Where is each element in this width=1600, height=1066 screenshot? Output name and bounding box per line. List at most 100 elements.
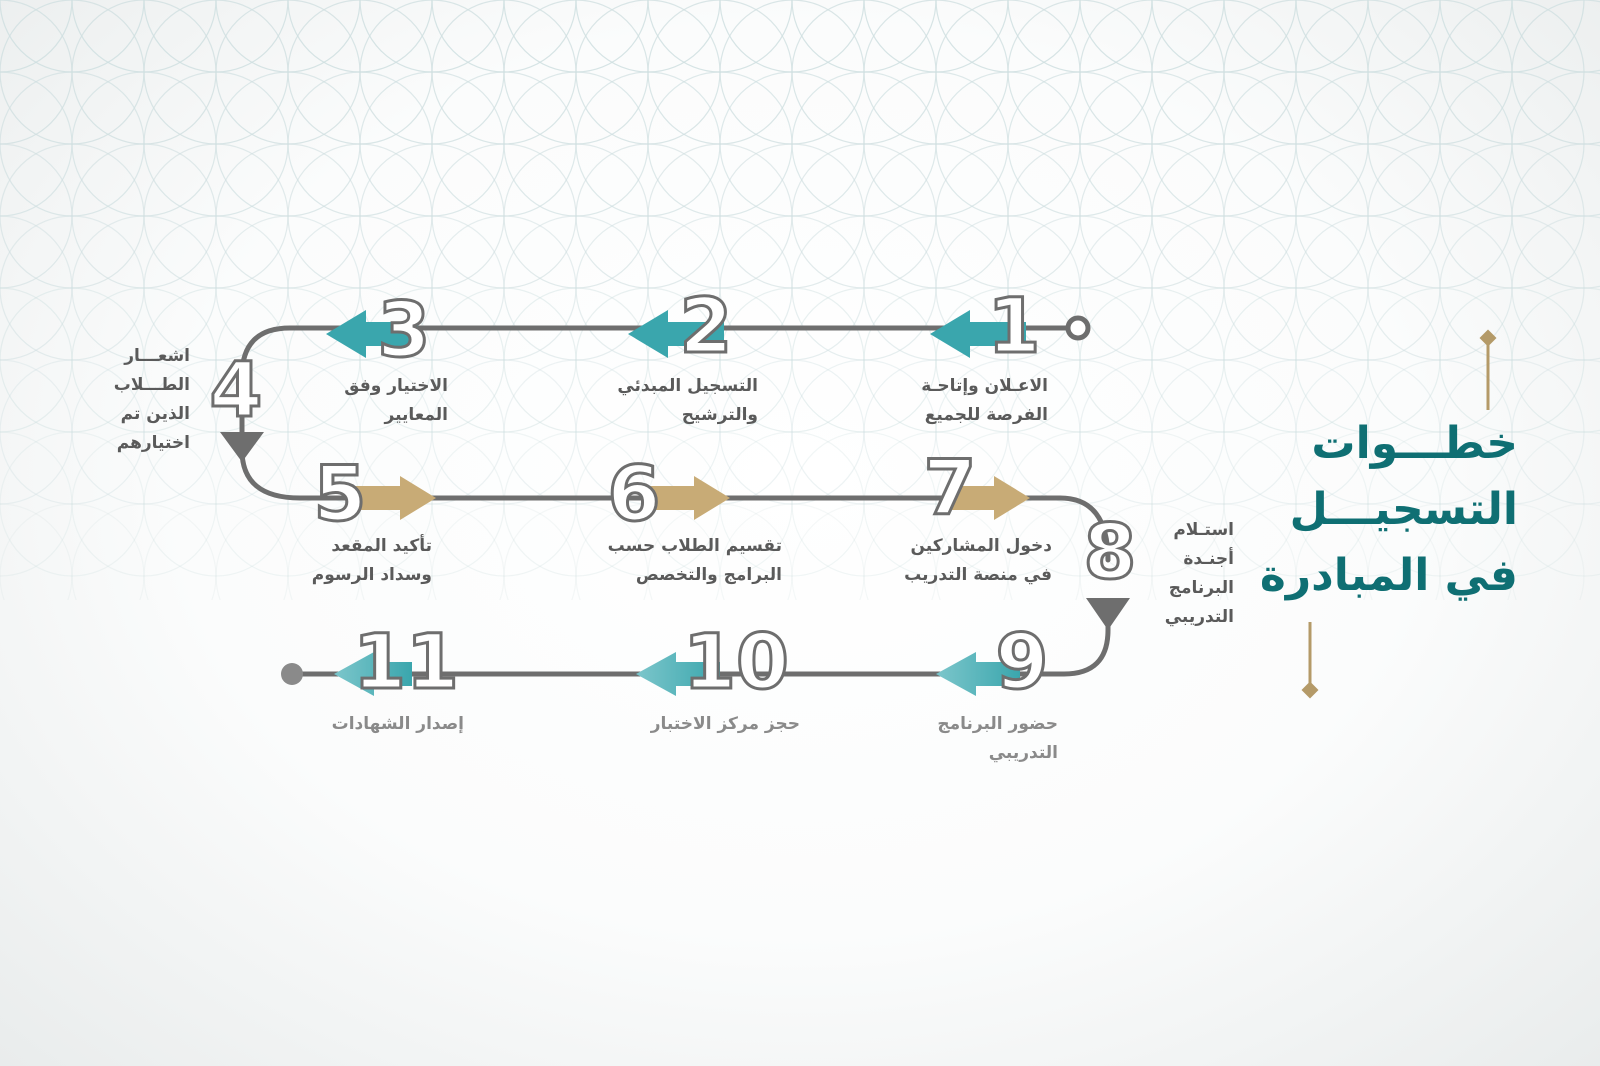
pattern-circle (143, 431, 289, 577)
pattern-circle (431, 503, 577, 600)
pattern-circle (719, 503, 865, 600)
title-ornament-top (1479, 329, 1497, 410)
pattern-circle (71, 287, 217, 433)
pattern-circle (0, 287, 145, 433)
pattern-circle (1223, 503, 1369, 600)
pattern-circle (0, 359, 73, 505)
arrow-step-5 (354, 476, 436, 520)
pattern-circle (1439, 431, 1585, 577)
pattern-circle (143, 359, 289, 505)
pattern-circle (1151, 503, 1297, 600)
pattern-circle (1151, 287, 1297, 433)
arrow-step-8 (1086, 598, 1130, 630)
pattern-circle (647, 287, 793, 433)
pattern-circle (71, 359, 217, 505)
pattern-circle (1295, 431, 1441, 577)
step-number-9: 9 (994, 617, 1050, 706)
pattern-circle (719, 287, 865, 433)
pattern-circle (71, 503, 217, 600)
pattern-circle (359, 503, 505, 600)
pattern-circle (0, 287, 73, 433)
step-number-6: 6 (606, 449, 662, 538)
arrow-step-2 (628, 310, 724, 358)
arrow-step-10 (636, 652, 720, 696)
pattern-circle (0, 503, 145, 600)
pattern-circle (1511, 287, 1600, 433)
pattern-circle (1511, 359, 1600, 505)
pattern-circle (791, 359, 937, 505)
step-number-7: 7 (922, 443, 978, 532)
pattern-circle (1511, 503, 1600, 600)
pattern-circle (1367, 503, 1513, 600)
step-number-5: 5 (312, 449, 368, 538)
pattern-circle (1439, 503, 1585, 600)
pattern-circle (1079, 287, 1225, 433)
flow-path (239, 325, 1111, 677)
pattern-circle (791, 287, 937, 433)
arrow-step-6 (648, 476, 730, 520)
pattern-circle (1223, 359, 1369, 505)
pattern-circle (1223, 431, 1369, 577)
step-number-4: 4 (208, 345, 264, 434)
pattern-circle (503, 503, 649, 600)
pattern-circle (0, 359, 145, 505)
pattern-circle (143, 287, 289, 433)
pattern-circle (1439, 287, 1585, 433)
pattern-circle (287, 287, 433, 433)
flow-end-dot (281, 663, 303, 685)
step-number-1: 1 (986, 281, 1042, 370)
step-number-11: 11 (352, 617, 461, 706)
pattern-circle (287, 431, 433, 577)
pattern-circle (1511, 215, 1600, 361)
title-line-3: في المبادرة (1259, 550, 1518, 601)
pattern-circle (0, 503, 73, 600)
step-number-3: 3 (376, 285, 432, 374)
step-number-10: 10 (682, 617, 791, 706)
pattern-circle (935, 287, 1081, 433)
pattern-circle (431, 431, 577, 577)
pattern-circle (791, 431, 937, 577)
step-label-11: إصدار الشهادات (331, 714, 464, 734)
pattern-circle (1367, 287, 1513, 433)
pattern-circle (863, 503, 1009, 600)
step-label-10: حجز مركز الاختبار (650, 714, 800, 734)
arrow-step-7 (948, 476, 1030, 520)
step-number-2: 2 (678, 281, 734, 370)
pattern-circle (575, 287, 721, 433)
pattern-circle (863, 359, 1009, 505)
pattern-circle (431, 359, 577, 505)
pattern-circle (359, 359, 505, 505)
pattern-circle (503, 359, 649, 505)
flow-start-dot (1065, 315, 1091, 341)
arrow-step-3 (326, 310, 418, 358)
pattern-circle (215, 503, 361, 600)
pattern-circle (71, 431, 217, 577)
pattern-circle (1295, 359, 1441, 505)
pattern-circle (1439, 215, 1585, 361)
pattern-circle (719, 359, 865, 505)
pattern-circle (1151, 359, 1297, 505)
pattern-circle (431, 287, 577, 433)
pattern-circle (215, 359, 361, 505)
arrow-step-11 (334, 652, 412, 696)
pattern-circle (1367, 359, 1513, 505)
pattern-circle (1439, 359, 1585, 505)
pattern-circle (1007, 287, 1153, 433)
arrow-step-4 (220, 432, 264, 462)
pattern-circle (1079, 359, 1225, 505)
step-number-8: 8 (1082, 507, 1138, 596)
pattern-circle (1295, 287, 1441, 433)
pattern-circle (0, 431, 145, 577)
title-ornament-bottom (1301, 622, 1319, 699)
pattern-circle (1223, 287, 1369, 433)
arrow-step-1 (930, 310, 1026, 358)
